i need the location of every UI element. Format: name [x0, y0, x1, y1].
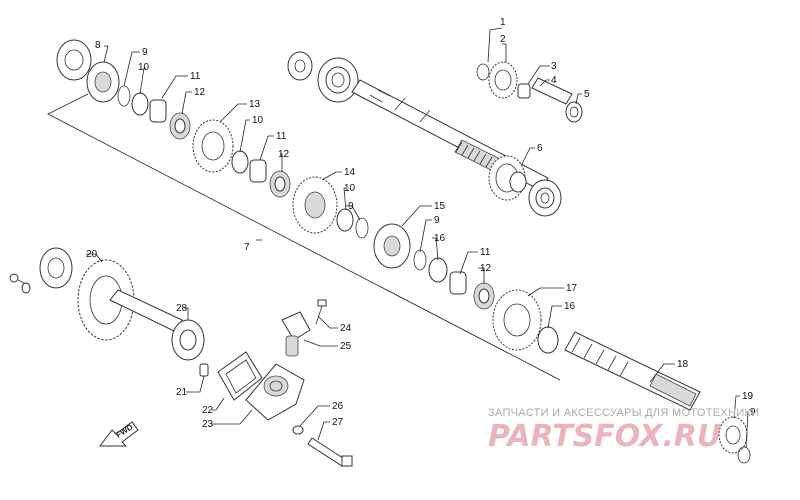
washer-16-a — [428, 257, 448, 283]
callout-3: 3 — [551, 61, 557, 72]
sensor-housing-assembly — [217, 299, 353, 467]
output-shaft-18 — [564, 331, 701, 411]
bearing-right — [528, 179, 562, 217]
callout-12-a: 12 — [194, 87, 206, 98]
snap-ring-1 — [476, 63, 490, 81]
callout-27: 27 — [332, 417, 344, 428]
callout-23: 23 — [202, 419, 214, 430]
needle-bearing-12-b — [269, 170, 291, 198]
small-washer — [21, 282, 31, 294]
callout-25: 25 — [340, 341, 352, 352]
callout-9-b: 9 — [348, 201, 354, 212]
gear-20 — [77, 259, 183, 341]
bushing-11-a — [149, 99, 167, 123]
bearing-20-left — [39, 247, 73, 289]
counter-shaft-parts — [56, 39, 559, 354]
callout-15: 15 — [434, 201, 446, 212]
bushing-3 — [517, 83, 531, 99]
housing-23 — [245, 363, 305, 421]
main-shaft-assembly — [287, 51, 562, 217]
fwd-arrow: FWD — [99, 421, 139, 447]
callout-12-c: 12 — [480, 263, 492, 274]
bolt-24 — [315, 299, 327, 325]
gear-13 — [192, 119, 234, 173]
washer-16-b — [537, 326, 559, 354]
shaft-spline — [454, 139, 503, 173]
callout-12-b: 12 — [278, 149, 290, 160]
cap-5 — [565, 101, 583, 123]
bearing-left-top — [56, 39, 92, 81]
bearing-top-left — [287, 51, 313, 81]
watermark-caption: ЗАПЧАСТИ И АКСЕССУАРЫ ДЛЯ МОТОТЕХНИКИ — [488, 407, 759, 419]
callout-1: 1 — [500, 17, 506, 28]
leader-lines — [86, 27, 749, 449]
gasket-22 — [217, 351, 263, 401]
callout-20: 20 — [86, 249, 98, 260]
ring-9-b — [355, 217, 369, 239]
hub-8 — [86, 61, 120, 103]
gear-2 — [488, 61, 518, 99]
callout-10-a: 10 — [138, 62, 150, 73]
callout-11-c: 11 — [480, 247, 491, 258]
bearing-28 — [171, 319, 205, 361]
callout-16-b: 16 — [564, 301, 576, 312]
bolt-27 — [307, 437, 353, 467]
bushing-11-b — [249, 159, 267, 183]
ring-9-c — [413, 249, 427, 271]
callout-22: 22 — [202, 405, 214, 416]
callout-11-a: 11 — [190, 71, 201, 82]
top-right-parts — [476, 61, 583, 123]
callout-7: 7 — [244, 242, 250, 253]
callout-17: 17 — [566, 283, 578, 294]
callout-14: 14 — [344, 167, 356, 178]
callout-16-a: 16 — [434, 233, 446, 244]
group-bracket-7 — [47, 93, 561, 381]
callout-11-b: 11 — [276, 131, 287, 142]
callout-21: 21 — [176, 387, 188, 398]
pin-21 — [199, 363, 209, 377]
bearing-top-mid — [317, 57, 359, 103]
callout-19: 19 — [742, 391, 754, 402]
washer-10-c — [336, 208, 354, 232]
callout-8: 8 — [95, 40, 101, 51]
drive-gear-assembly — [9, 247, 209, 377]
needle-bearing-12-c — [473, 282, 495, 310]
callout-9-d: 9 — [750, 407, 756, 418]
callout-4: 4 — [551, 75, 557, 86]
bushing-11-c — [449, 271, 467, 295]
callout-9-a: 9 — [142, 47, 148, 58]
washer-10-b — [231, 150, 249, 174]
callout-10-b: 10 — [252, 115, 264, 126]
callout-5: 5 — [584, 89, 590, 100]
callout-9-c: 9 — [434, 215, 440, 226]
gear-14 — [292, 176, 338, 234]
speed-sensor-25 — [281, 311, 311, 357]
ring-9-a — [117, 85, 131, 107]
callout-26: 26 — [332, 401, 344, 412]
watermark: ЗАПЧАСТИ И АКСЕССУАРЫ ДЛЯ МОТОТЕХНИКИ PA… — [488, 407, 759, 454]
gear-6 — [488, 155, 527, 201]
callout-13: 13 — [249, 99, 261, 110]
ring-9-d — [737, 446, 751, 464]
callout-labels: 1 2 3 4 5 6 7 8 9 10 11 12 13 10 11 12 1… — [86, 17, 756, 430]
callout-28: 28 — [176, 303, 188, 314]
gear-19 — [718, 416, 748, 454]
gear-17 — [492, 289, 542, 351]
callout-6: 6 — [537, 143, 543, 154]
watermark-brand: PARTSFOX.RU — [488, 419, 721, 454]
callout-2: 2 — [500, 34, 506, 45]
hub-15 — [373, 223, 411, 269]
washer-26 — [292, 425, 304, 435]
callout-10-c: 10 — [344, 183, 356, 194]
callout-24: 24 — [340, 323, 352, 334]
washer-10-a — [131, 92, 149, 116]
callout-18: 18 — [677, 359, 689, 370]
needle-bearing-12-a — [169, 112, 191, 140]
